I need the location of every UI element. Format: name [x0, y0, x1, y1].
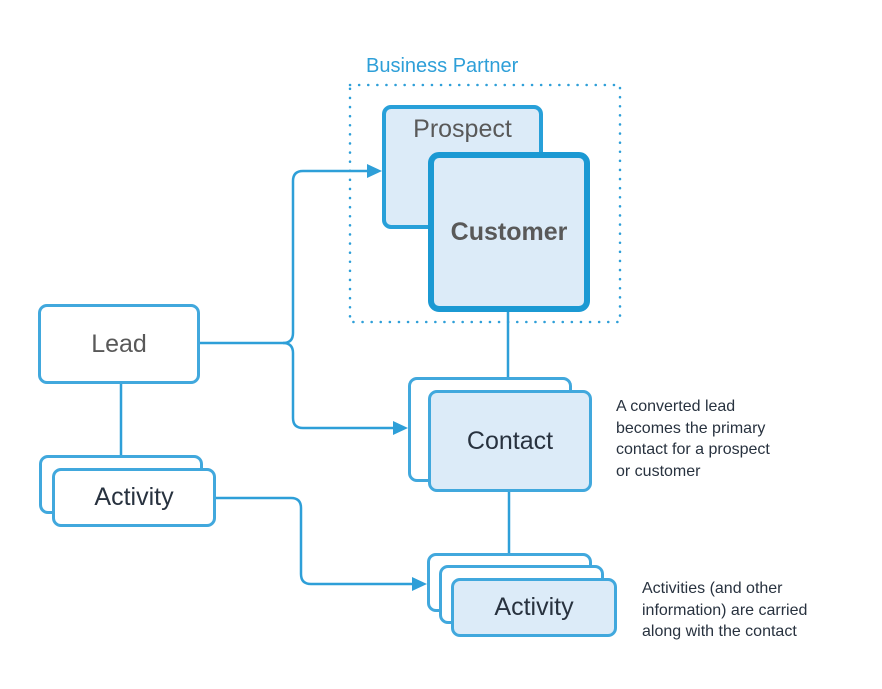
annotation-line: along with the contact — [642, 623, 797, 640]
node-activity-bottom: Activity — [451, 578, 617, 637]
node-activity-bottom-label: Activity — [494, 593, 574, 621]
connector-lead-to-prospect — [282, 169, 368, 345]
arrowhead-to-contact-icon — [393, 421, 408, 435]
annotation-line: information) are carried — [642, 601, 808, 619]
node-activity-left-label: Activity — [94, 483, 174, 511]
annotation-line: Activities (and other — [642, 580, 783, 597]
annotation-line: or customer — [616, 462, 701, 480]
node-customer-label: Customer — [450, 217, 568, 246]
node-lead: Lead — [38, 304, 200, 384]
annotation-converted-lead: A converted lead becomes the primary con… — [616, 396, 770, 482]
annotation-line: A converted lead — [616, 398, 736, 415]
business-partner-label: Business Partner — [366, 55, 519, 77]
node-activity-left: Activity — [52, 468, 216, 527]
node-contact: Contact — [428, 390, 592, 492]
annotation-line: contact for a prospect — [616, 441, 770, 458]
connector-activity-to-activity — [215, 496, 413, 586]
node-customer: Customer — [428, 152, 590, 312]
annotation-line: becomes the primary — [616, 419, 766, 437]
node-prospect-label: Prospect — [413, 115, 512, 143]
node-contact-label: Contact — [466, 426, 554, 455]
arrowhead-to-prospect-icon — [367, 164, 382, 178]
annotation-activities-carried: Activities (and other information) are c… — [642, 578, 807, 643]
connector-lead-to-contact — [282, 341, 394, 430]
arrowhead-to-activity-icon — [412, 577, 427, 591]
node-lead-label: Lead — [91, 329, 147, 358]
